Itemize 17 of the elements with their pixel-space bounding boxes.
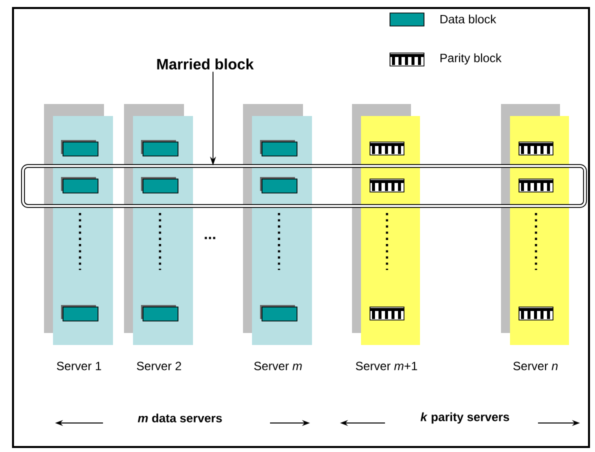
- server-column: [501, 104, 569, 345]
- legend-label: Data block: [440, 14, 496, 24]
- server-label: Server m: [254, 362, 302, 370]
- legend-label: Parity block: [440, 53, 502, 65]
- server-column: [124, 104, 193, 345]
- server-column: [352, 104, 420, 345]
- server-label: Server 2: [136, 362, 182, 370]
- server-label: Server n: [513, 362, 558, 370]
- callout-text: Married block: [157, 58, 254, 70]
- ellipsis: ...: [204, 236, 216, 240]
- server-label: Server m+1: [356, 362, 418, 370]
- server-column: [243, 104, 312, 345]
- group-label: k parity servers: [420, 412, 510, 424]
- server-column: [44, 104, 113, 345]
- group-label: m data servers: [138, 414, 222, 422]
- married-block-frame: [21, 164, 587, 208]
- server-label: Server 1: [56, 362, 102, 370]
